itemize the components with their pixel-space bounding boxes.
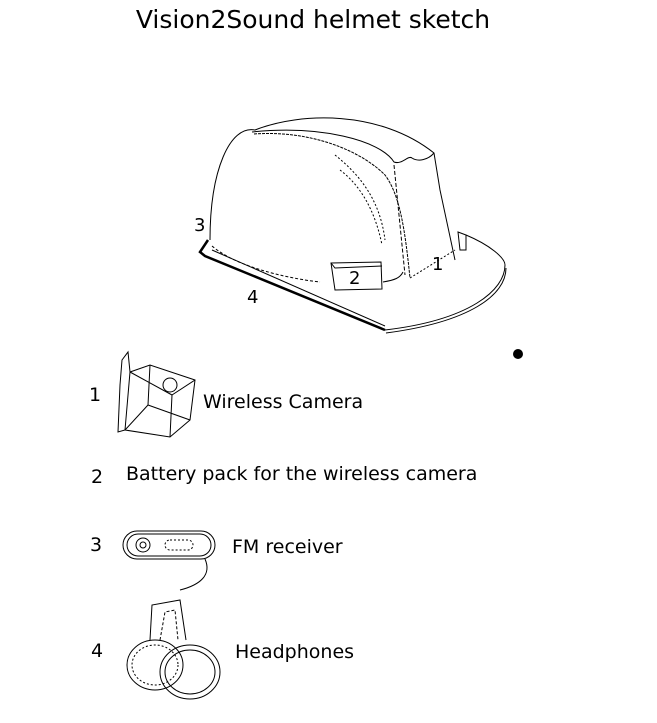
page-title: Vision2Sound helmet sketch: [135, 5, 491, 34]
fm-receiver-icon: [122, 530, 216, 591]
legend-label-headphones: Headphones: [235, 641, 355, 663]
legend-label-fm-receiver: FM receiver: [232, 536, 343, 558]
legend-label-wireless-camera: Wireless Camera: [203, 391, 364, 413]
legend-number-3: 3: [90, 534, 103, 556]
helmet-callout-2: 2: [349, 268, 361, 289]
legend-label-battery-pack: Battery pack for the wireless camera: [126, 463, 478, 485]
legend-number-2: 2: [91, 466, 104, 488]
helmet-callout-4: 4: [247, 287, 259, 308]
legend-number-4: 4: [91, 640, 104, 662]
helmet-callout-1: 1: [432, 254, 444, 275]
helmet-drawing: [198, 117, 507, 334]
headphones-icon: [126, 599, 221, 700]
dot-mark: [513, 349, 523, 359]
legend-number-1: 1: [89, 384, 102, 406]
wireless-camera-icon: [117, 350, 196, 438]
helmet-callout-3: 3: [194, 215, 206, 236]
